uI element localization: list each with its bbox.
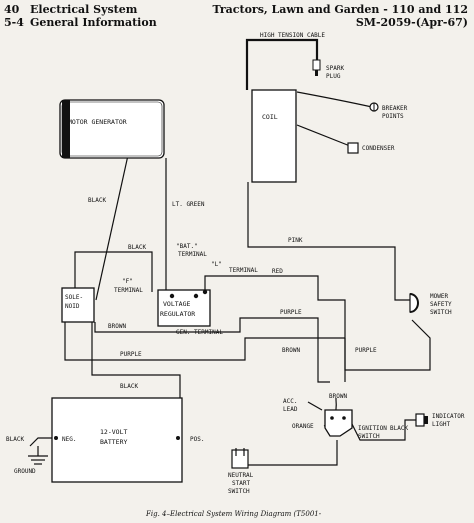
mower-safety-switch-label-1: MOWER [430, 293, 448, 300]
purple-wire-mower [344, 319, 431, 371]
red-wire [204, 275, 346, 382]
spark-plug-icon [312, 59, 321, 76]
mower-safety-switch-label-3: SWITCH [430, 309, 452, 316]
brown-wire-regulator [94, 317, 319, 338]
mower-safety-switch [409, 293, 419, 313]
acc-lead-label-1: ACC. [283, 398, 297, 405]
breaker-points-label-2: POINTS [382, 113, 404, 120]
ignition-switch [324, 409, 353, 437]
neg-terminal-label: NEG. [62, 436, 76, 443]
figure-caption: Fig. 4–Electrical System Wiring Diagram … [145, 510, 322, 518]
section-subtitle: General Information [30, 16, 157, 29]
pink-wire [247, 182, 410, 301]
page-number: 40 [4, 3, 20, 16]
neutral-start-wire [239, 440, 338, 466]
manual-title: Tractors, Lawn and Garden - 110 and 112 [212, 3, 468, 16]
red-label: RED [272, 268, 283, 275]
acc-lead-label-2: LEAD [283, 406, 298, 413]
battery-label-2: BATTERY [100, 438, 127, 446]
breaker-points-wire [296, 91, 373, 108]
orange-label: ORANGE [292, 423, 314, 430]
acc-lead-wire [307, 401, 323, 411]
mower-safety-switch-label-2: SAFETY [430, 301, 452, 308]
purple-label-3: PURPLE [355, 347, 377, 354]
breaker-points-icon [369, 102, 379, 112]
voltage-regulator: VOLTAGE REGULATOR [157, 289, 211, 327]
purple-wire-solenoid [64, 318, 345, 361]
indicator-light [415, 413, 428, 427]
pink-label: PINK [288, 237, 303, 244]
motor-generator-label: MOTOR GENERATOR [68, 118, 127, 126]
black-wire-label-1: BLACK [88, 197, 106, 204]
indicator-light-label-2: LIGHT [432, 421, 450, 428]
voltage-regulator-label-2: REGULATOR [160, 310, 195, 318]
motor-generator: MOTOR GENERATOR [59, 99, 165, 159]
black-wire-battery-neg [29, 437, 52, 447]
coil: COIL [251, 89, 297, 183]
condenser-icon [347, 142, 359, 154]
black-wire-label-4: BLACK [390, 425, 408, 432]
neutral-start-switch [231, 448, 249, 469]
ignition-switch-label-2: SWITCH [358, 433, 380, 440]
battery-label-1: 12-VOLT [100, 428, 127, 436]
spark-plug-label-1: SPARK [326, 65, 344, 72]
black-wire-label-3: BLACK [120, 383, 138, 390]
bat-terminal-label-1: "BAT." [176, 243, 198, 250]
condenser-wire [296, 124, 351, 147]
voltage-regulator-label-1: VOLTAGE [163, 300, 190, 308]
ignition-switch-label-1: IGNITION [358, 425, 387, 432]
neutral-start-switch-label-2: START [232, 480, 250, 487]
solenoid-label-2: NOID [65, 303, 80, 310]
manual-code: SM-2059-(Apr-67) [355, 16, 468, 29]
neutral-start-switch-label-3: SWITCH [228, 488, 250, 495]
neutral-start-switch-label-1: NEUTRAL [228, 472, 254, 479]
ground-icon [28, 446, 48, 465]
breaker-points-label-1: BREAKER [382, 105, 408, 112]
condenser-label: CONDENSER [362, 145, 395, 152]
coil-label: COIL [262, 113, 278, 121]
f-terminal-label-1: "F" [122, 278, 133, 285]
lt-green-label: LT. GREEN [172, 201, 205, 208]
black-wire-solenoid [74, 251, 153, 292]
brown-label-2: BROWN [282, 347, 300, 354]
spark-plug-label-2: PLUG [326, 73, 341, 80]
purple-label-2: PURPLE [120, 351, 142, 358]
bat-terminal-label-2: TERMINAL [178, 251, 207, 258]
high-tension-cable-label: HIGH TENSION CABLE [260, 32, 325, 39]
l-terminal-label-2: TERMINAL [229, 267, 258, 274]
black-wire-label-5: BLACK [6, 436, 24, 443]
section-number: 5-4 [4, 16, 24, 29]
black-wire-label-2: BLACK [128, 244, 146, 251]
pos-terminal-label: POS. [190, 436, 204, 443]
f-terminal-label-2: TERMINAL [114, 287, 143, 294]
brown-wire-ignition [317, 338, 330, 383]
indicator-light-label-1: INDICATOR [432, 413, 465, 420]
solenoid: SOLE- NOID [61, 287, 95, 323]
l-terminal-label-1: "L" [211, 261, 222, 268]
section-title: Electrical System [30, 3, 138, 16]
high-tension-cable [245, 38, 319, 90]
solenoid-label-1: SOLE- [65, 294, 83, 301]
battery: 12-VOLT BATTERY [51, 397, 183, 483]
purple-label-1: PURPLE [280, 309, 302, 316]
brown-label-1: BROWN [108, 323, 126, 330]
gen-terminal-label: GEN. TERMINAL [176, 329, 223, 336]
ground-label: GROUND [14, 468, 36, 475]
brown-label-3: BROWN [329, 393, 347, 400]
black-wire-indicator [349, 419, 420, 441]
